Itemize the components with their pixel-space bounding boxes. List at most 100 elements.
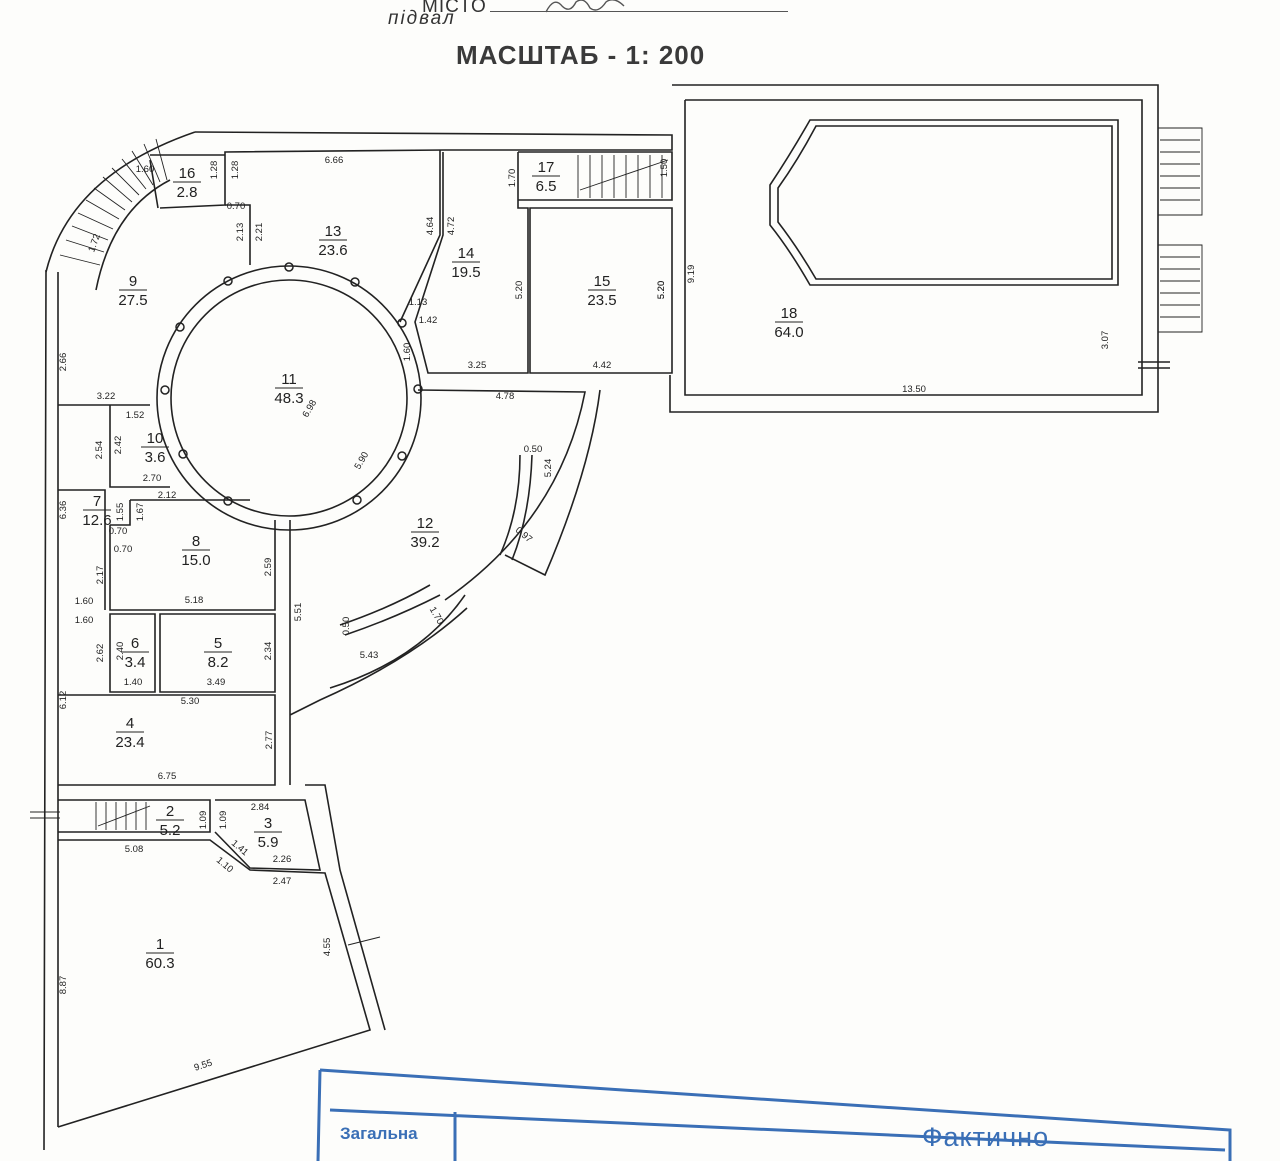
dimension-label: 2.13 [235,223,246,242]
dimension-label: 1.60 [75,596,94,607]
dimension-label: 2.66 [58,353,69,372]
room-2-label: 25.2 [156,803,184,839]
room-1-label: 160.3 [145,936,174,972]
dimension-label: 3.07 [1100,331,1111,350]
wall-room1 [57,839,371,1128]
dimension-label: 1.52 [126,410,145,421]
room-11-label: 11 48.3 [274,371,303,407]
wall-room2 [58,799,211,833]
dimension-label: 4.64 [425,217,436,236]
room-8-number: 8 [192,533,200,550]
room-12-area: 39.2 [410,534,439,551]
pool-outline [769,119,1119,286]
dimension-label: 2.70 [143,473,162,484]
room-3-area: 5.9 [258,834,279,851]
dimension-label: 5.30 [181,696,200,707]
dimension-label: 5.24 [543,459,554,478]
dimension-label: 2.12 [158,490,177,501]
partition-curve-lower [339,584,441,636]
room-9-number: 9 [129,273,137,290]
wall-room13 [225,150,441,323]
room-18-label: 18 64.0 [774,305,803,341]
room-13-label: 13 23.6 [318,223,347,259]
dimension-label: 8.87 [58,976,69,995]
dimension-label: 3.49 [207,677,226,688]
pool-stairs [1158,127,1203,333]
dimension-label: 1.60 [402,343,413,362]
scale-title: МАСШТАБ - 1: 200 [456,40,706,70]
wall-room7 [58,489,106,610]
room-5-area: 8.2 [208,654,229,671]
dimension-label: 1.60 [75,615,94,626]
dimension-label: 0.70 [114,544,133,555]
round-hall-outer [156,265,422,531]
room-3-number: 3 [264,815,272,832]
dimension-label: 6.12 [58,691,69,710]
stair-arc-inner [95,179,171,291]
dimension-label: 5.18 [185,595,204,606]
room-12-label: 12 39.2 [410,515,439,551]
room-16-area: 2.8 [177,184,198,201]
room-6-label: 63.4 [121,635,149,671]
room-6-area: 3.4 [125,654,146,671]
room-14-area: 19.5 [451,264,480,281]
room-11-number: 11 [281,371,297,388]
room-10-number: 10 [147,430,164,447]
stair-treads [59,138,168,266]
room-10-area: 3.6 [145,449,166,466]
dimension-label: 1.13 [409,297,428,308]
wall-room6 [109,613,156,693]
room-16-number: 16 [179,165,196,182]
room-12-number: 12 [417,515,434,532]
dimension-label: 2.26 [273,854,292,865]
room-13-area: 23.6 [318,242,347,259]
dimension-label: 9.19 [686,265,697,284]
dimension-label: 1.67 [135,503,146,522]
columns [160,262,423,506]
dimension-label: 1.09 [218,811,229,830]
room-2-area: 5.2 [160,822,181,839]
dimension-label: 9.55 [193,1058,214,1074]
room-16-label: 162.8 [173,165,201,201]
room-18-number: 18 [781,305,798,322]
wall-room18 [669,84,1159,413]
dimension-label: 1.09 [198,811,209,830]
dimension-label: 2.62 [95,644,106,663]
room-11-area: 48.3 [274,390,303,407]
wall-room15 [529,207,673,374]
room-17-number: 17 [538,159,555,176]
city-label: МІСТО [422,0,487,17]
dimension-label: 6.75 [158,771,177,782]
dimension-label: 1.70 [507,169,518,188]
dimension-label: 2.84 [251,802,270,813]
dimension-label: 1.28 [209,161,220,180]
dimension-label: 5.20 [656,281,667,300]
dimension-label: 4.72 [446,217,457,236]
dimension-label: 5.43 [360,650,379,661]
dimension-label: 4.42 [593,360,612,371]
dimension-label: 2.17 [95,566,106,585]
dimension-label: 3.22 [97,391,116,402]
dimension-label: 3.25 [468,360,487,371]
room-6-number: 6 [131,635,139,652]
room-7-label: 712.6 [82,493,111,529]
room-8-label: 815.0 [181,533,210,569]
wall-room4 [58,694,276,786]
dimension-label: 5.20 [514,281,525,300]
dimension-label: 0.70 [109,526,128,537]
partition-curve-upper [499,454,533,561]
room-18-area: 64.0 [774,324,803,341]
stamp-actual-label: Фактично [922,1122,1050,1152]
room-5-label: 58.2 [204,635,232,671]
wall-room14 [414,152,529,374]
room-13-number: 13 [325,223,342,240]
dimension-label: 2.34 [263,642,274,661]
dimension-label: 6.36 [58,501,69,520]
dimension-label: 13.50 [902,384,926,395]
